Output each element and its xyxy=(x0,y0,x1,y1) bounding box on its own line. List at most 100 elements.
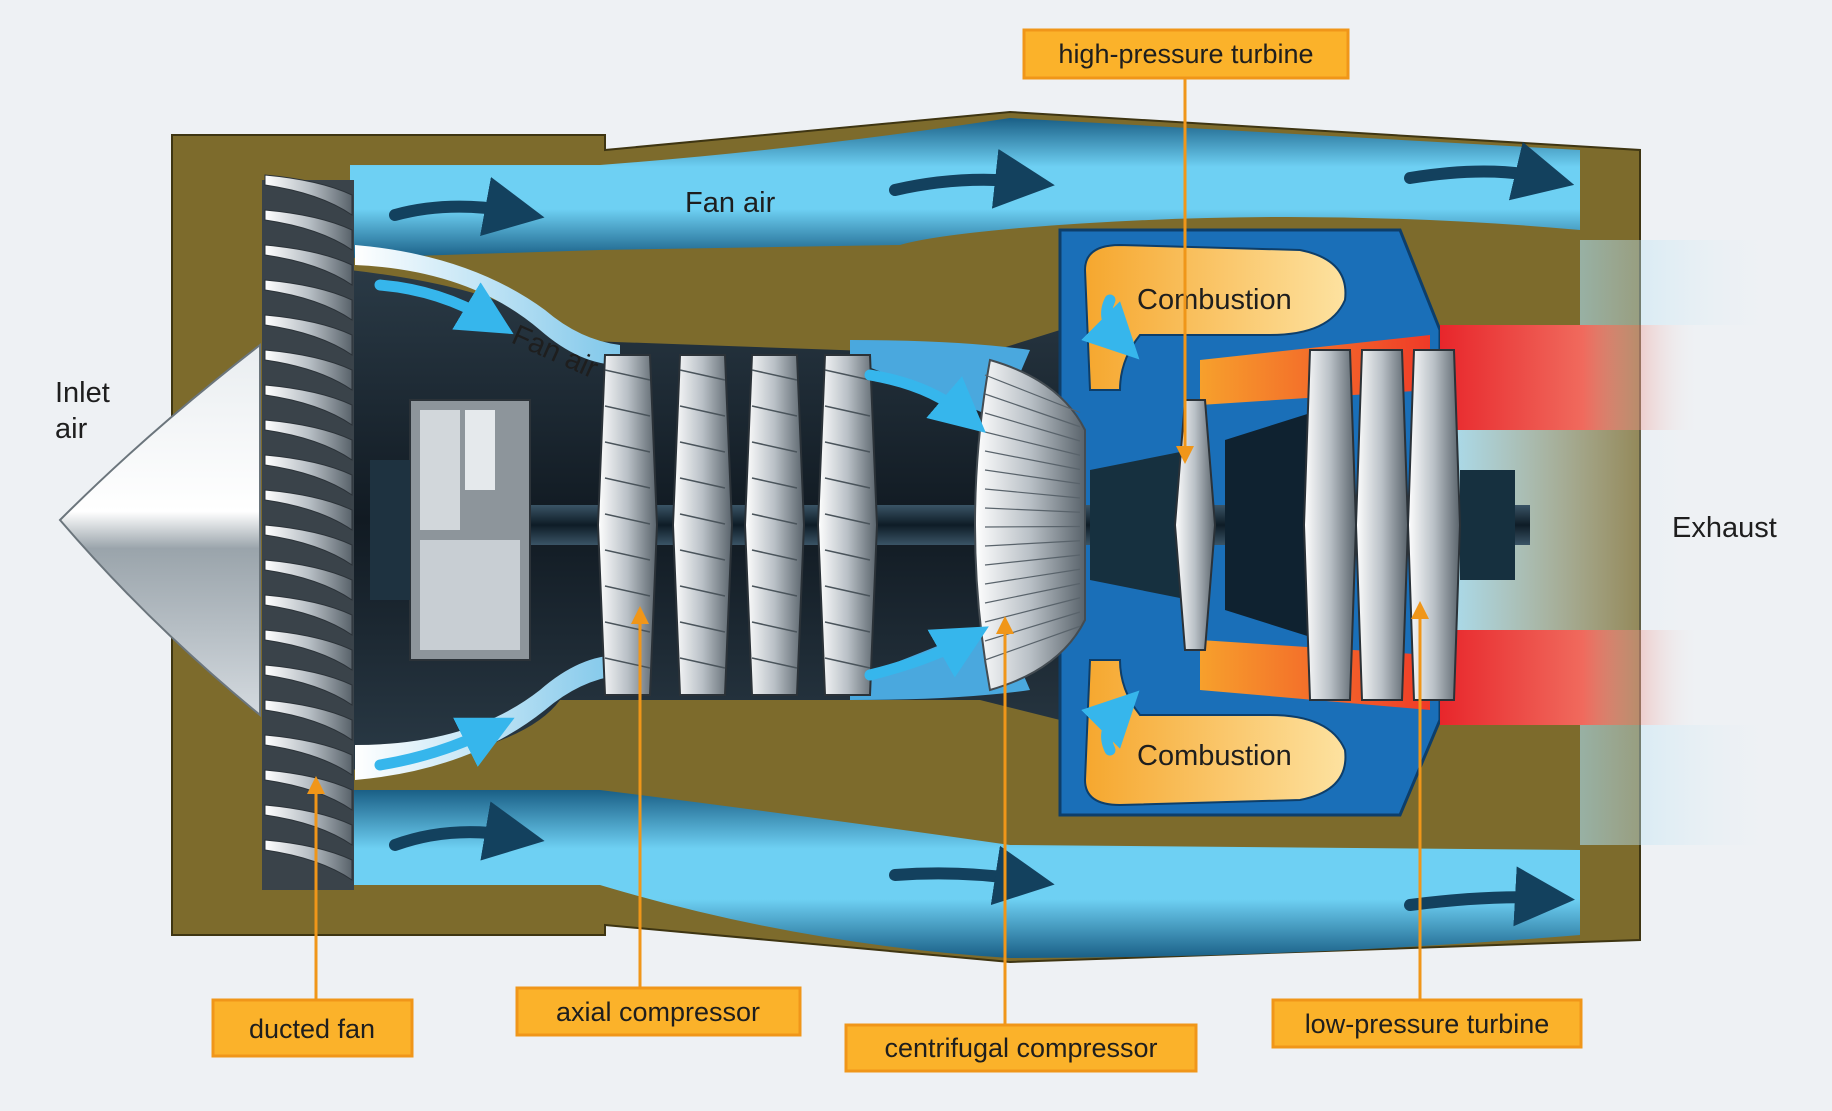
core-intake-top xyxy=(355,245,620,365)
centrifugal-vane xyxy=(984,611,1081,642)
spinner xyxy=(58,342,261,718)
axial-blade-line xyxy=(679,405,726,417)
axial-blade-line xyxy=(604,369,651,381)
axial-compressor-stage xyxy=(671,354,734,696)
exhaust-lower-fade xyxy=(1580,725,1780,845)
callout-low-pressure-turbine-text: low-pressure turbine xyxy=(1305,1009,1550,1039)
fan-blade xyxy=(264,594,353,636)
callout-centrifugal-compressor-text: centrifugal compressor xyxy=(884,1033,1157,1063)
fan-blade xyxy=(264,769,353,811)
fan-blade xyxy=(264,384,353,426)
centrifugal-vane xyxy=(984,412,1081,442)
axial-blade-line xyxy=(604,657,651,669)
combustion-label-top: Combustion xyxy=(1137,284,1292,316)
bypass-duct-top xyxy=(350,118,1580,258)
callout-high-pressure-turbine: high-pressure turbine xyxy=(1022,28,1350,80)
gearbox xyxy=(370,399,531,661)
fan-blade xyxy=(264,804,353,846)
centrifugal-vane xyxy=(984,374,1081,414)
axial-blade-line xyxy=(679,585,726,597)
callout-high-pressure-turbine-text: high-pressure turbine xyxy=(1058,39,1313,69)
callout-leaders xyxy=(307,75,1429,1025)
axial-blade-line xyxy=(604,405,651,417)
axial-blade-line xyxy=(604,513,651,525)
centrifugal-vane xyxy=(984,507,1081,513)
fan-air-label-top: Fan air xyxy=(685,187,776,219)
fan-blade xyxy=(264,629,353,671)
axial-blade-line xyxy=(679,477,726,489)
core-intake-bottom xyxy=(355,655,620,780)
axial-blade-line xyxy=(751,441,798,453)
low-pressure-turbine-stage xyxy=(1406,349,1462,701)
axial-blade-line xyxy=(824,657,871,669)
axial-blade-line xyxy=(604,549,651,561)
axial-blade-line xyxy=(751,513,798,525)
fan-blade xyxy=(264,559,353,601)
callout-ducted-fan-text: ducted fan xyxy=(249,1014,375,1044)
axial-blade-line xyxy=(751,405,798,417)
fan-blade xyxy=(264,279,353,321)
axial-blade-line xyxy=(751,369,798,381)
fan-blade xyxy=(264,664,353,706)
core-flow-arrows xyxy=(374,279,1140,771)
fan-blade xyxy=(264,349,353,391)
axial-blade-line xyxy=(751,549,798,561)
combustion-label-bottom: Combustion xyxy=(1137,740,1292,772)
axial-blade-line xyxy=(679,621,726,633)
bypass-flow-arrows xyxy=(389,141,1575,927)
axial-blade-line xyxy=(604,441,651,453)
axial-blade-line xyxy=(751,621,798,633)
axial-blade-line xyxy=(679,441,726,453)
centrifugal-vane xyxy=(984,625,1081,661)
axial-blade-line xyxy=(679,549,726,561)
centrifugal-vane xyxy=(984,568,1081,585)
axial-blade-line xyxy=(751,657,798,669)
exhaust-label: Exhaust xyxy=(1672,512,1777,544)
callout-centrifugal-compressor: centrifugal compressor xyxy=(844,1023,1198,1073)
centrifugal-vane xyxy=(984,393,1081,428)
exhaust-upper-fade xyxy=(1580,240,1780,325)
callout-axial-compressor-text: axial compressor xyxy=(556,997,760,1027)
axial-compressor-stage xyxy=(816,354,879,696)
fan-blade xyxy=(264,454,353,496)
axial-blade-line xyxy=(604,585,651,597)
inlet-air-label-line1: Inlet xyxy=(55,377,110,409)
axial-blade-line xyxy=(679,369,726,381)
fan-blade xyxy=(264,419,353,461)
centrifugal-vane xyxy=(984,525,1081,528)
axial-blade-line xyxy=(824,549,871,561)
centrifugal-vane xyxy=(984,582,1081,604)
axial-blade-line xyxy=(751,477,798,489)
centrifugal-vane xyxy=(984,540,1081,547)
fan-blade xyxy=(264,699,353,741)
axial-blade-line xyxy=(824,621,871,633)
ducted-fan xyxy=(262,174,354,890)
inlet-air-label-line2: air xyxy=(55,413,88,445)
exhaust-red-top xyxy=(1440,325,1700,430)
centrifugal-compressor xyxy=(974,358,1086,692)
low-pressure-turbine-stage xyxy=(1302,349,1358,701)
low-pressure-turbine xyxy=(1302,349,1462,701)
turbine-hub-rear xyxy=(1225,410,1320,640)
centrifugal-vane xyxy=(984,469,1081,485)
turbine-hub xyxy=(1090,450,1190,600)
axial-blade-line xyxy=(824,585,871,597)
callout-axial-compressor: axial compressor xyxy=(515,986,802,1037)
centrifugal-vane xyxy=(984,488,1081,499)
fan-blade xyxy=(264,314,353,356)
turbine-rear-cap xyxy=(1460,470,1515,580)
centrifugal-vane xyxy=(984,431,1081,456)
axial-compressor-stage xyxy=(743,354,806,696)
axial-blade-line xyxy=(604,477,651,489)
fan-blade xyxy=(264,174,353,216)
callout-ducted-fan: ducted fan xyxy=(211,998,414,1058)
axial-blade-line xyxy=(824,369,871,381)
fan-blade xyxy=(264,839,353,881)
axial-compressor xyxy=(596,354,879,696)
high-pressure-turbine-disk xyxy=(1173,399,1217,651)
fan-blade xyxy=(264,244,353,286)
fan-blade xyxy=(264,524,353,566)
fan-blade xyxy=(264,489,353,531)
centrifugal-vane xyxy=(984,554,1081,566)
